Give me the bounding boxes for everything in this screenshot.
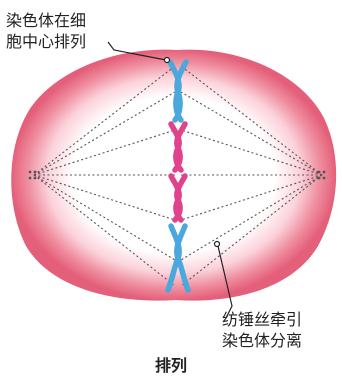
label-line: 染色体分离 [222, 330, 302, 351]
label-line: 胞中心排列 [6, 31, 86, 52]
figure-caption: 排列 [0, 352, 342, 376]
label-line: 纺锤丝牵引 [222, 309, 302, 330]
label-chromosomes-align: 染色体在细 胞中心排列 [6, 10, 86, 52]
label-spindle-pull: 纺锤丝牵引 染色体分离 [222, 309, 302, 351]
label-line: 染色体在细 [6, 10, 86, 31]
